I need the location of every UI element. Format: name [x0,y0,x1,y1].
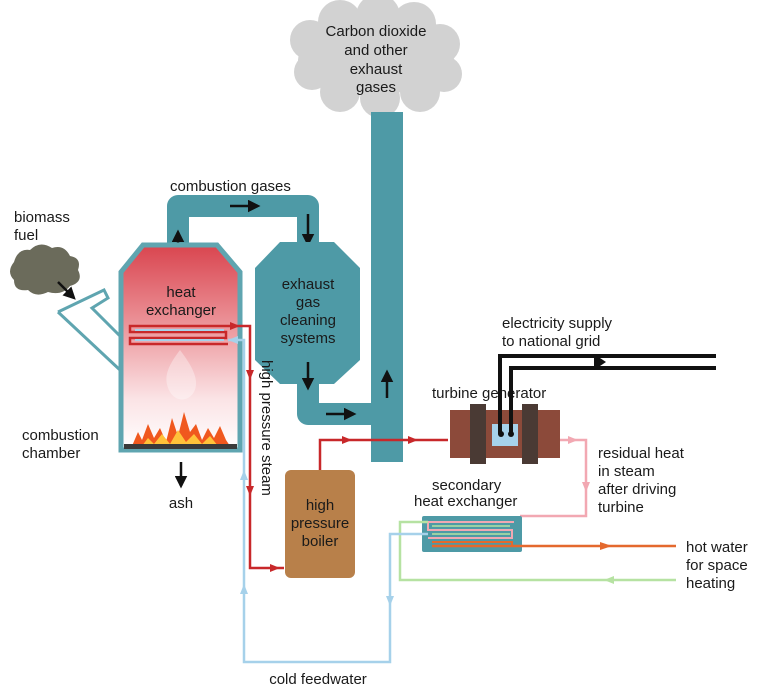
turbine-generator [450,404,560,464]
biomass-fuel-label-line-2: fuel [14,227,38,244]
secondary-heat-exchanger-label-line-2: heat exchanger [414,493,517,510]
combustion-chamber [118,242,243,453]
biomass-fuel-pile [10,244,80,295]
high-pressure-steam-label: high pressure steam [258,360,275,496]
heat-exchanger-label-line-2: exchanger [146,302,216,319]
exhaust-cloud-line-4: gases [356,79,396,96]
biomass-fuel-label-line-1: biomass [14,209,70,226]
cleaning-label-line-2: gas [296,294,320,311]
heat-exchanger-coils [128,324,240,346]
heat-exchanger-label-line-1: heat [166,284,196,301]
cleaning-to-chimney-duct [297,380,378,425]
turbine-generator-label: turbine generator [432,385,546,402]
residual-heat-label-line-3: after driving [598,481,676,498]
electricity-label-line-1: electricity supply [502,315,613,332]
exhaust-cloud-line-3: exhaust [350,61,403,78]
hot-water-label-line-1: hot water [686,539,748,556]
watermark-flame-icon [166,350,197,400]
ash-label: ash [169,495,193,512]
combustion-chamber-label-line-1: combustion [22,427,99,444]
secondary-exchanger-coils [427,521,514,547]
boiler-label-line-3: boiler [302,533,339,550]
return-arrow [604,576,614,584]
exhaust-cloud: Carbon dioxide and other exhaust gases [290,0,462,118]
fuel-feed-arrow [57,281,76,300]
exhaust-cloud-line-2: and other [344,42,407,59]
cleaning-label-line-1: exhaust [282,276,335,293]
residual-heat-label-line-4: turbine [598,499,644,516]
residual-heat-label-line-1: residual heat [598,445,685,462]
exhaust-cloud-line-1: Carbon dioxide [326,23,427,40]
secondary-heat-exchanger-label-line-1: secondary [432,477,502,494]
boiler-to-turbine-pipe [318,438,448,470]
space-heating-return-pipe [398,520,676,582]
electricity-arrow [594,354,606,370]
boiler-label-line-1: high [306,497,334,514]
combustion-gases-label: combustion gases [170,178,291,195]
residual-heat-label-line-2: in steam [598,463,655,480]
cleaning-label-line-3: cleaning [280,312,336,329]
fuel-hopper-chute [56,288,126,372]
cold-feedwater-label: cold feedwater [269,671,367,688]
cold-feedwater-pipe [228,338,428,664]
fire-icon [124,412,237,449]
hot-water-arrow [600,542,612,550]
combustion-chamber-label-line-2: chamber [22,445,80,462]
hot-water-label-line-3: heating [686,575,735,592]
electricity-supply-lines [498,354,716,434]
high-pressure-boiler [285,470,355,578]
boiler-label-line-2: pressure [291,515,349,532]
exhaust-gas-cleaning-systems [255,242,360,384]
electricity-label-line-2: to national grid [502,333,600,350]
cleaning-label-line-4: systems [280,330,335,347]
residual-arrows [568,436,590,492]
hot-water-label-line-2: for space [686,557,748,574]
high-pressure-steam-pipe [240,324,284,570]
